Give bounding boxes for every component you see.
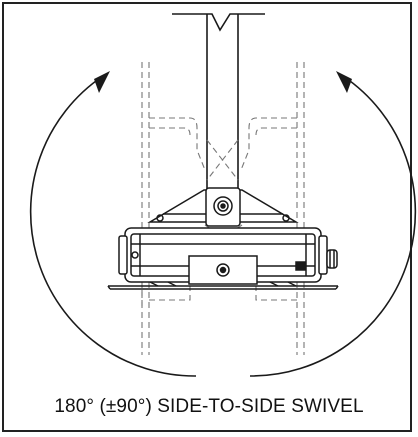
rotation-arrow-right-icon bbox=[336, 71, 352, 93]
rotation-arrow-left-icon bbox=[94, 71, 110, 93]
rotation-arc bbox=[29, 75, 417, 377]
mount-bracket-icon bbox=[107, 187, 339, 290]
diagram-caption: 180° (±90°) SIDE-TO-SIDE SWIVEL bbox=[54, 396, 364, 417]
extension-pole bbox=[172, 13, 265, 192]
